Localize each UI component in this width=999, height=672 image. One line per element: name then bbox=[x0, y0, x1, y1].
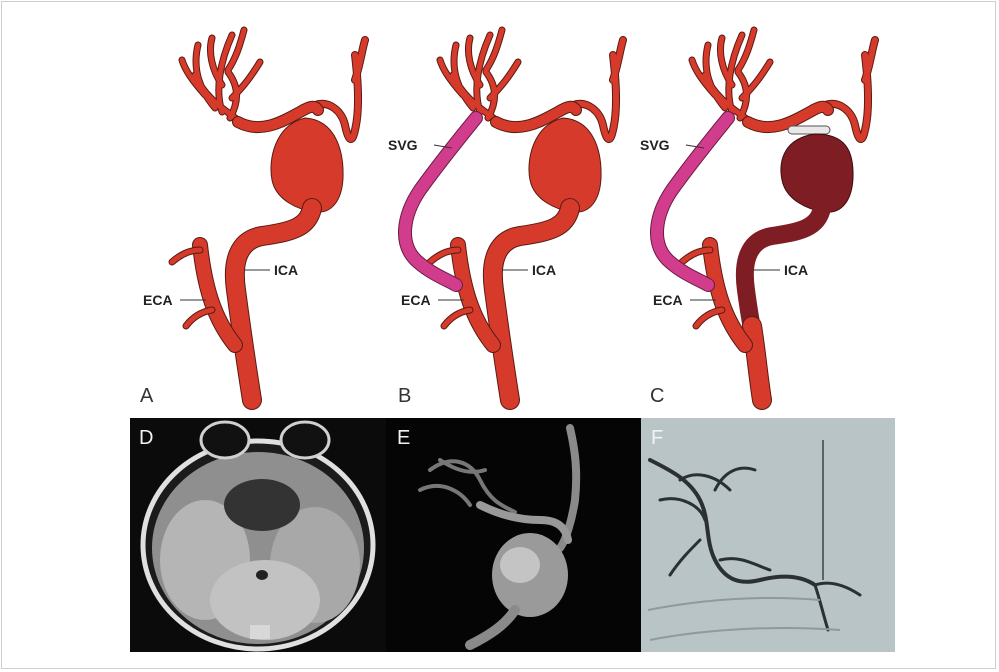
panel-letter-c: C bbox=[650, 385, 664, 407]
aneurysm-clip-c bbox=[788, 126, 830, 134]
panel-letter-a: A bbox=[140, 385, 154, 407]
panel-d: D bbox=[130, 418, 386, 652]
panel-b: SVG ICA ECA B bbox=[388, 30, 623, 407]
panel-e: E bbox=[386, 418, 641, 652]
dsa-image-f bbox=[641, 418, 895, 652]
eca-label-a: ECA bbox=[143, 292, 173, 308]
panel-letter-b: B bbox=[398, 385, 411, 407]
panel-a: ICA ECA A bbox=[140, 30, 365, 407]
ica-label-c: ICA bbox=[784, 262, 808, 278]
panel-c: SVG ICA ECA C bbox=[640, 30, 875, 407]
panel-f: F bbox=[641, 418, 895, 652]
aneurysm-sac-b bbox=[529, 118, 601, 212]
ica-label-a: ICA bbox=[274, 262, 298, 278]
svg-label-b: SVG bbox=[388, 137, 418, 153]
eca-label-b: ECA bbox=[401, 292, 431, 308]
ica-label-b: ICA bbox=[532, 262, 556, 278]
panel-letter-d: D bbox=[139, 427, 153, 449]
eca-label-c: ECA bbox=[653, 292, 683, 308]
panel-letter-e: E bbox=[397, 427, 410, 449]
panel-letter-f: F bbox=[651, 427, 663, 449]
svg-label-c: SVG bbox=[640, 137, 670, 153]
aneurysm-sac-a bbox=[271, 118, 343, 212]
thrombosed-aneurysm-c bbox=[781, 134, 853, 212]
